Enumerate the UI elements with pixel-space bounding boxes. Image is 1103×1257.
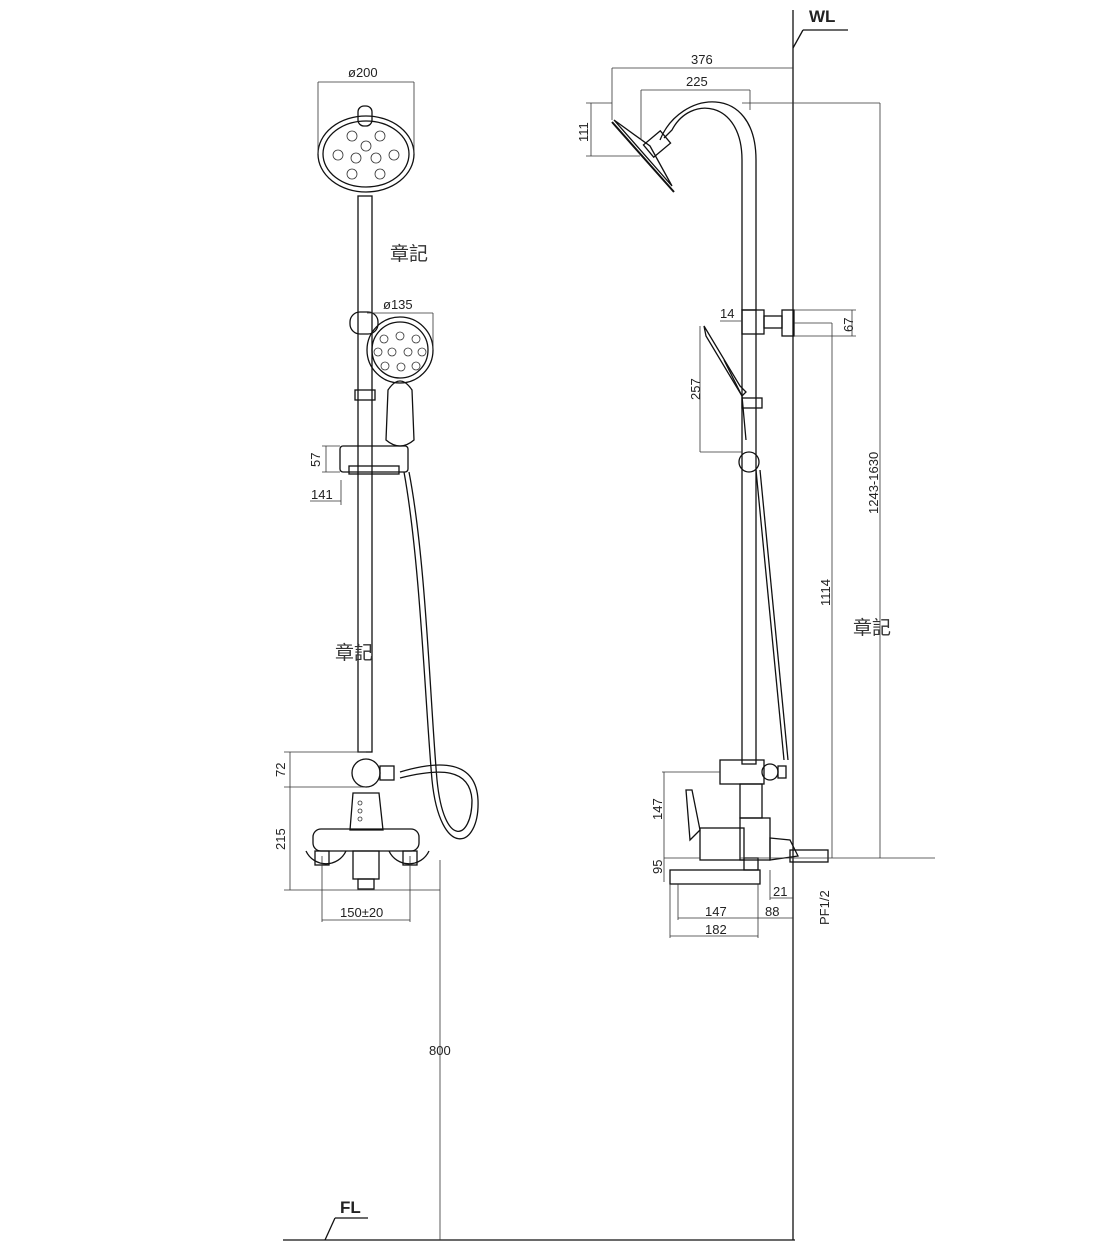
valve-height-dim: 72 bbox=[273, 763, 288, 777]
overhead-shower-head-side bbox=[611, 119, 675, 193]
front-hose bbox=[399, 471, 479, 840]
wall-line-reference: WL bbox=[792, 7, 848, 1240]
wall-line-label: WL bbox=[809, 7, 835, 26]
left-inlet-flange bbox=[305, 850, 347, 865]
mixer-to-floor-dim: 800 bbox=[429, 1043, 451, 1058]
hand-diameter-dim: ø135 bbox=[383, 297, 413, 312]
hand-length-dim: 257 bbox=[688, 378, 703, 400]
right-inlet-flange bbox=[388, 850, 430, 865]
hand-width-dim: 14 bbox=[720, 306, 734, 321]
floor-line-label: FL bbox=[340, 1198, 361, 1217]
mixer-side bbox=[669, 759, 829, 885]
inlet-spacing-dim: 150±20 bbox=[340, 905, 383, 920]
spout-height-dim: 95 bbox=[650, 860, 665, 874]
overhead-diameter-dim: ø200 bbox=[348, 65, 378, 80]
overhead-nozzles bbox=[332, 130, 400, 180]
mixer-height-dim: 215 bbox=[273, 828, 288, 850]
total-depth-dim: 182 bbox=[705, 922, 727, 937]
front-dimension-lines bbox=[284, 81, 441, 1240]
head-thickness-dim: 111 bbox=[576, 122, 591, 142]
wall-offset-dim: 88 bbox=[765, 904, 779, 919]
floor-line-reference: FL bbox=[283, 1198, 795, 1241]
diverter-valve-front bbox=[351, 758, 395, 788]
side-mark-label: 章記 bbox=[853, 617, 891, 639]
holder-height-dim: 57 bbox=[308, 453, 323, 467]
hand-shower-side bbox=[703, 325, 789, 761]
side-view: 376 225 111 14 257 67 1114 1243-1630 147… bbox=[576, 52, 935, 938]
side-overhead-arm-outer bbox=[659, 101, 757, 310]
holder-offset-dim: 141 bbox=[311, 487, 333, 502]
bracket-height-dim: 67 bbox=[841, 318, 856, 332]
mixer-body-dim: 147 bbox=[650, 798, 665, 820]
inlet-offset-dim: 21 bbox=[773, 884, 787, 899]
wall-bracket-side bbox=[741, 309, 795, 337]
mixer-front bbox=[305, 792, 430, 890]
total-height-dim: 1243-1630 bbox=[866, 452, 881, 514]
thread-dim: PF1/2 bbox=[817, 890, 832, 925]
front-hose-inner bbox=[399, 471, 473, 832]
top-mark-label: 章記 bbox=[390, 243, 428, 265]
side-riser-bar bbox=[741, 309, 757, 765]
spout-length-dim: 147 bbox=[705, 904, 727, 919]
side-overhead-arm bbox=[663, 107, 743, 310]
side-dimension-lines bbox=[586, 67, 935, 938]
front-view: ø200 ø135 57 141 72 215 150±20 800 章記 章記 bbox=[273, 65, 479, 1240]
middle-mark-label: 章記 bbox=[335, 642, 373, 664]
head-projection-dim: 225 bbox=[686, 74, 708, 89]
hand-shower-front bbox=[339, 311, 434, 475]
overhead-shower-head-front bbox=[317, 105, 415, 193]
arm-projection-dim: 376 bbox=[691, 52, 713, 67]
bar-length-dim: 1114 bbox=[818, 579, 833, 606]
